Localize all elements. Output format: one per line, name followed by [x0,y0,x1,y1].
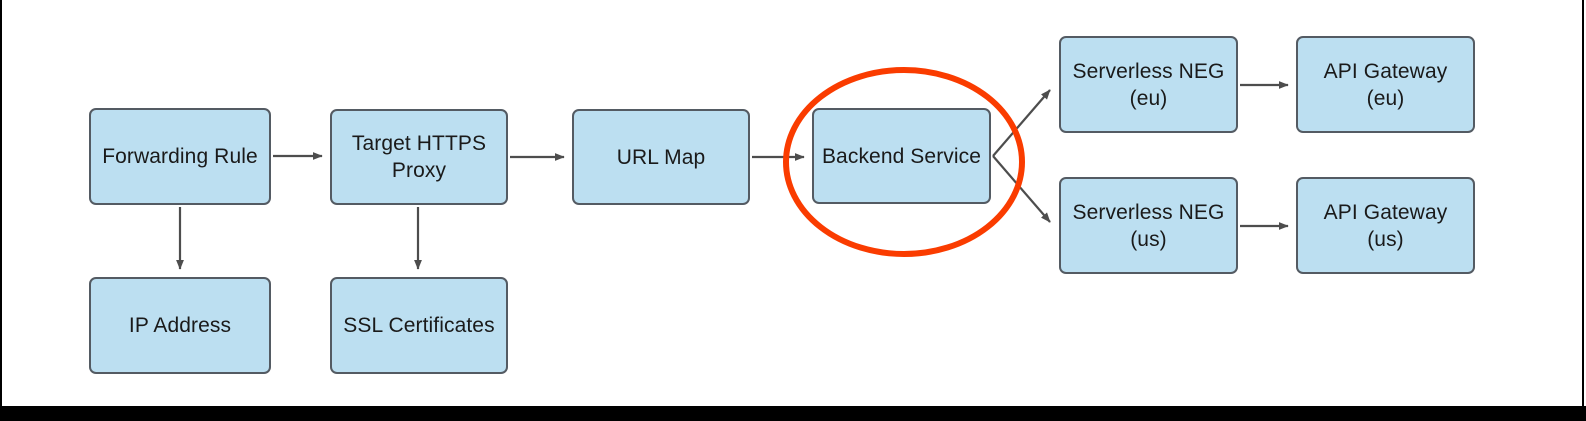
node-label: Serverless NEG (eu) [1072,59,1225,110]
node-api-gateway-eu[interactable]: API Gateway (eu) [1296,36,1475,133]
node-label: SSL Certificates [343,314,495,337]
node-api-gateway-us[interactable]: API Gateway (us) [1296,177,1475,274]
edge-backend-service-to-serverless-neg-us [992,155,1051,223]
node-serverless-neg-us[interactable]: Serverless NEG (us) [1059,177,1238,274]
edge-backend-service-to-serverless-neg-eu [992,89,1051,157]
node-url-map[interactable]: URL Map [572,109,750,205]
frame-left-rule [0,0,2,421]
node-label: URL Map [616,145,706,169]
node-ssl-certificates[interactable]: SSL Certificates [330,277,508,374]
node-ip-address[interactable]: IP Address [89,277,271,374]
frame-right-rule [1582,0,1584,421]
node-backend-service[interactable]: Backend Service [812,108,991,204]
node-label: Serverless NEG (us) [1072,200,1225,251]
node-label: Backend Service [821,144,982,168]
node-target-https-proxy[interactable]: Target HTTPS Proxy [330,109,508,205]
node-label: API Gateway (us) [1323,200,1448,251]
node-label: Target HTTPS Proxy [351,132,487,182]
node-label: Forwarding Rule [102,145,258,168]
node-forwarding-rule[interactable]: Forwarding Rule [89,108,271,205]
node-label: IP Address [128,314,232,337]
node-serverless-neg-eu[interactable]: Serverless NEG (eu) [1059,36,1238,133]
frame-bottom-bar [0,406,1586,421]
node-label: API Gateway (eu) [1323,59,1448,110]
